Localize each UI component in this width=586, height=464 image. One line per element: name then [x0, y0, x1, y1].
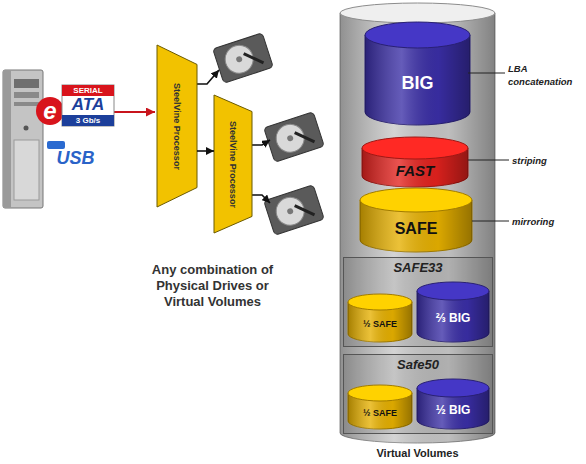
- volume-group: Safe50 ½ SAFE ½ BIG: [343, 354, 493, 434]
- usb-logo: [47, 141, 65, 149]
- volume-name: FAST: [396, 162, 434, 179]
- hard-drive: [264, 185, 325, 235]
- logo-text: SERIAL: [62, 85, 114, 96]
- logo-text: ATA: [62, 95, 114, 115]
- volume-name: ½ SAFE: [363, 319, 397, 329]
- hard-drive: [213, 33, 274, 83]
- usb-mark: USB: [48, 148, 103, 168]
- esata-mark: e: [36, 96, 64, 126]
- processor-name: SteelVine Processor: [228, 121, 238, 208]
- volume-cylinder: FAST: [362, 137, 468, 187]
- edge-group: [197, 151, 214, 152]
- esata-link: [36, 85, 155, 126]
- annotation: LBA concatenation: [508, 62, 586, 90]
- volume-group: SAFE33 ½ SAFE ⅔ BIG: [343, 257, 493, 347]
- volume-cylinder: SAFE: [360, 188, 472, 252]
- connector-arrow: [197, 150, 214, 152]
- cylinder-shape: [348, 294, 412, 342]
- hard-drive: [264, 112, 325, 162]
- leader-lines: [468, 73, 509, 221]
- annotation: mirroring: [512, 215, 582, 228]
- volume-name: ½ BIG: [436, 404, 471, 418]
- annotation: striping: [512, 154, 582, 167]
- volume-cylinder: ½ BIG: [417, 379, 489, 429]
- volume-cylinder: ⅔ BIG: [417, 282, 489, 342]
- volume-name: SAFE: [395, 220, 438, 238]
- note-text: Any combination of Physical Drives or Vi…: [145, 262, 280, 332]
- volume-cylinder: ½ SAFE: [348, 294, 412, 342]
- container-caption: Virtual Volumes: [340, 447, 495, 460]
- volume-cylinder: ½ SAFE: [348, 385, 412, 429]
- processor-name: SteelVine Processor: [172, 83, 182, 170]
- volume-name: ½ SAFE: [363, 408, 397, 418]
- cylinder-shape: [348, 385, 412, 429]
- logo-text: 3 Gb/s: [62, 115, 114, 126]
- volume-container: Virtual VolumesBIGFASTSAFESAFE33½ SAFE⅔ …: [340, 3, 495, 443]
- volume-cylinder: BIG: [365, 22, 470, 125]
- group-heading: SAFE33: [344, 261, 492, 276]
- volume-name: ⅔ BIG: [436, 312, 471, 326]
- processor-block: SteelVine Processor: [214, 95, 252, 233]
- group-heading: Safe50: [344, 358, 492, 373]
- computer-tower: [3, 70, 43, 208]
- volume-name: BIG: [401, 73, 433, 94]
- processor-block: SteelVine Processor: [157, 45, 197, 207]
